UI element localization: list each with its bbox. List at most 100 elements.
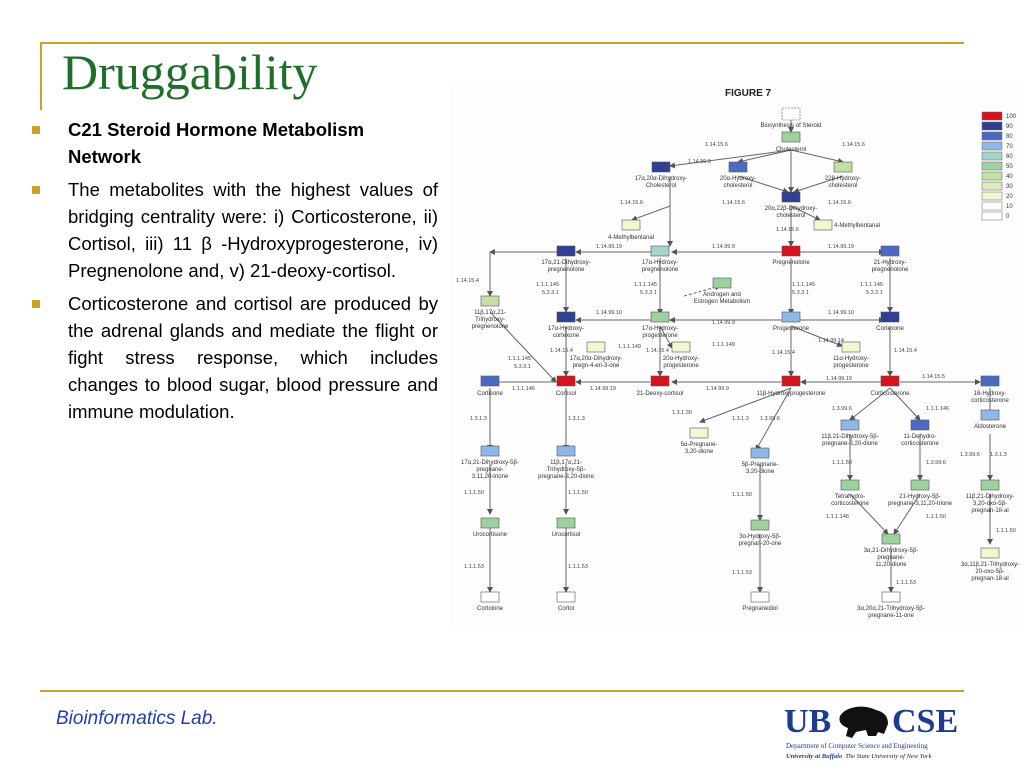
svg-text:Pregnenolone: Pregnenolone <box>772 260 810 266</box>
svg-text:3,20-dione: 3,20-dione <box>685 449 714 455</box>
svg-text:pregnane-3,20-dione: pregnane-3,20-dione <box>538 474 594 480</box>
svg-text:1.1.1.53: 1.1.1.53 <box>464 564 484 570</box>
svg-text:1.1.1.146: 1.1.1.146 <box>512 386 535 392</box>
svg-text:1.1.1.145: 1.1.1.145 <box>792 282 815 288</box>
pathway-edges <box>487 120 993 593</box>
svg-text:1.14.15.4: 1.14.15.4 <box>894 348 917 354</box>
svg-text:pregnenolone: pregnenolone <box>872 267 909 273</box>
svg-text:1.3.99.6: 1.3.99.6 <box>926 460 946 466</box>
svg-text:1.3.1.3: 1.3.1.3 <box>470 416 487 422</box>
svg-text:17α,20α-Dihydroxy-: 17α,20α-Dihydroxy- <box>570 356 623 362</box>
svg-text:1.14.99.9: 1.14.99.9 <box>706 386 729 392</box>
svg-text:1.14.99.9: 1.14.99.9 <box>712 244 735 250</box>
figure-title-text: FIGURE 7 <box>725 88 772 99</box>
svg-text:progesterone: progesterone <box>833 363 869 369</box>
svg-text:20α-Hydroxy-: 20α-Hydroxy- <box>663 356 699 362</box>
svg-text:1.1.1.146: 1.1.1.146 <box>926 406 949 412</box>
slide-title: Druggability <box>62 44 318 100</box>
svg-text:1.14.15.4: 1.14.15.4 <box>456 278 479 284</box>
svg-text:pregnane-3,11,20-trione: pregnane-3,11,20-trione <box>888 501 953 507</box>
svg-text:1.1.1.50: 1.1.1.50 <box>926 514 946 520</box>
svg-text:Corticosterone: Corticosterone <box>870 391 910 397</box>
pathway-figure: FIGURE 7 100 90 80 70 60 50 40 30 20 10 … <box>450 84 1024 628</box>
legend-label: 20 <box>1006 194 1013 200</box>
bullet-text: C21 Steroid Hormone Metabolism Network <box>68 119 365 167</box>
svg-text:11-Dehydro-: 11-Dehydro- <box>904 434 937 440</box>
svg-text:5.3.3.1: 5.3.3.1 <box>542 290 559 296</box>
svg-text:pregnane-3,20-dione: pregnane-3,20-dione <box>822 441 878 447</box>
svg-text:17α-Hydroxy-: 17α-Hydroxy- <box>642 326 678 332</box>
svg-text:1.14.15.4: 1.14.15.4 <box>772 350 795 356</box>
svg-text:1.1.1.149: 1.1.1.149 <box>618 344 641 350</box>
left-rule <box>40 42 42 110</box>
svg-text:Cortol: Cortol <box>558 606 574 612</box>
svg-text:1.14.99.10: 1.14.99.10 <box>596 310 622 316</box>
svg-text:1.14.15.6: 1.14.15.6 <box>705 142 728 148</box>
svg-text:1.14.15.5: 1.14.15.5 <box>922 374 945 380</box>
legend-label: 50 <box>1006 164 1013 170</box>
svg-text:5.3.3.1: 5.3.3.1 <box>792 290 809 296</box>
svg-text:17α-Hydroxy-: 17α-Hydroxy- <box>548 326 584 332</box>
svg-text:Cortolone: Cortolone <box>477 606 504 612</box>
svg-text:1.1.1.145: 1.1.1.145 <box>860 282 883 288</box>
svg-text:3,11,20-trione: 3,11,20-trione <box>472 474 509 480</box>
svg-text:corticosterone: corticosterone <box>971 398 1009 404</box>
bullet-marker-icon <box>32 126 40 134</box>
svg-text:11β,17α,21-: 11β,17α,21- <box>550 460 582 466</box>
legend-label: 40 <box>1006 174 1013 180</box>
svg-text:11,20-dione: 11,20-dione <box>875 562 907 568</box>
svg-text:1.14.15.6: 1.14.15.6 <box>722 200 745 206</box>
logo-cse-letters: CSE <box>892 703 958 740</box>
bullet-item: Corticosterone and cortisol are produced… <box>32 290 438 425</box>
svg-text:cortexone: cortexone <box>553 333 580 339</box>
svg-text:1.14.99.19: 1.14.99.19 <box>826 376 852 382</box>
bottom-rule <box>40 690 964 692</box>
svg-text:1.1.1.50: 1.1.1.50 <box>832 460 852 466</box>
ub-cse-logo: UB CSE Department of Computer Science an… <box>784 698 976 762</box>
svg-text:1.1.1.145: 1.1.1.145 <box>634 282 657 288</box>
svg-text:1.14.99.10: 1.14.99.10 <box>828 310 854 316</box>
legend: 100 90 80 70 60 50 40 30 20 10 0 <box>981 111 1017 221</box>
svg-text:3,20-dione: 3,20-dione <box>746 469 775 475</box>
svg-text:Cholesterol: Cholesterol <box>646 183 676 189</box>
bullet-marker-icon <box>32 300 40 308</box>
bullet-text: Corticosterone and cortisol are produced… <box>68 293 438 422</box>
svg-text:1.14.15.6: 1.14.15.6 <box>620 200 643 206</box>
svg-text:1.1.1.145: 1.1.1.145 <box>536 282 559 288</box>
legend-label: 100 <box>1006 114 1017 120</box>
svg-text:Cortexone: Cortexone <box>876 326 904 332</box>
svg-text:5.3.3.1: 5.3.3.1 <box>866 290 883 296</box>
svg-text:Trihydroxy-5β-: Trihydroxy-5β- <box>547 467 586 473</box>
svg-text:cholesterol: cholesterol <box>723 183 752 189</box>
svg-text:1.1.1.50: 1.1.1.50 <box>568 490 588 496</box>
svg-text:Cortisol: Cortisol <box>556 391 576 397</box>
svg-text:1.14.15.6: 1.14.15.6 <box>828 200 851 206</box>
svg-text:21-Deoxy-cortisol: 21-Deoxy-cortisol <box>637 391 684 397</box>
svg-text:17α-Hydroxy-: 17α-Hydroxy- <box>642 260 678 266</box>
bullet-text: The metabolites with the highest values … <box>68 179 438 281</box>
svg-text:pregnenolone: pregnenolone <box>642 267 679 273</box>
svg-text:1.1.1.146: 1.1.1.146 <box>826 514 849 520</box>
svg-text:1.3.1.3: 1.3.1.3 <box>568 416 585 422</box>
svg-text:1.1.1.50: 1.1.1.50 <box>996 528 1016 534</box>
legend-label: 90 <box>1006 124 1013 130</box>
svg-text:corticosterone: corticosterone <box>831 501 869 507</box>
svg-text:cholesterol: cholesterol <box>828 183 857 189</box>
svg-text:20-oxo-5β-: 20-oxo-5β- <box>975 569 1004 575</box>
svg-text:3α,21-Dihydroxy-5β-: 3α,21-Dihydroxy-5β- <box>864 548 919 554</box>
svg-text:1.3.99.6: 1.3.99.6 <box>760 416 780 422</box>
svg-text:11α-Hydroxy-: 11α-Hydroxy- <box>833 356 869 362</box>
svg-text:18-Hydroxy-: 18-Hydroxy- <box>974 391 1007 397</box>
svg-text:1.3.99.6: 1.3.99.6 <box>960 452 980 458</box>
svg-text:Progesterone: Progesterone <box>773 326 810 332</box>
svg-text:Cortisone: Cortisone <box>477 391 503 397</box>
pathway-diagram: FIGURE 7 100 90 80 70 60 50 40 30 20 10 … <box>456 88 1019 619</box>
svg-text:3,20-oxo-5β-: 3,20-oxo-5β- <box>973 501 1007 507</box>
svg-text:1.1.1.50: 1.1.1.50 <box>464 490 484 496</box>
svg-text:5α-Pregnane-: 5α-Pregnane- <box>681 442 718 448</box>
svg-text:1.3.1.3: 1.3.1.3 <box>732 416 749 422</box>
svg-text:22β-Hydroxy-: 22β-Hydroxy- <box>825 176 861 182</box>
legend-label: 0 <box>1006 214 1010 220</box>
bullet-item: The metabolites with the highest values … <box>32 176 438 284</box>
